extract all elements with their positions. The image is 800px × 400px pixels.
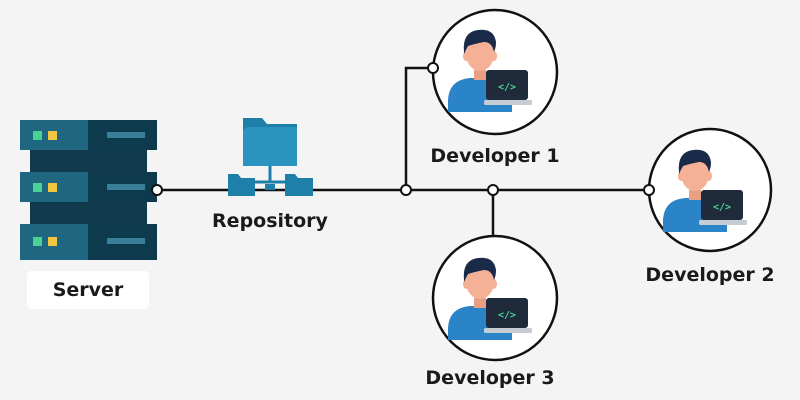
developer-2-connector-node <box>643 184 655 196</box>
branch-line-developer-1 <box>404 66 433 190</box>
developer-3-avatar <box>431 234 559 362</box>
repository-label: Repository <box>212 210 328 232</box>
developer-1-avatar <box>431 8 559 136</box>
developer-1-connector-node <box>427 62 439 74</box>
server-label: Server <box>52 279 124 301</box>
developer-2-avatar <box>647 127 773 253</box>
connection-nodes <box>151 62 655 196</box>
developer-2-label: Developer 2 <box>645 264 775 286</box>
junction-node-1 <box>400 184 412 196</box>
developer-3-label: Developer 3 <box>425 367 555 389</box>
junction-node-2 <box>487 184 499 196</box>
developer-1-label: Developer 1 <box>430 145 560 167</box>
shared-folder-icon <box>228 118 313 196</box>
server-connector-node <box>151 184 163 196</box>
server-rack-icon <box>20 120 157 260</box>
server-label-box: Server <box>27 271 149 309</box>
